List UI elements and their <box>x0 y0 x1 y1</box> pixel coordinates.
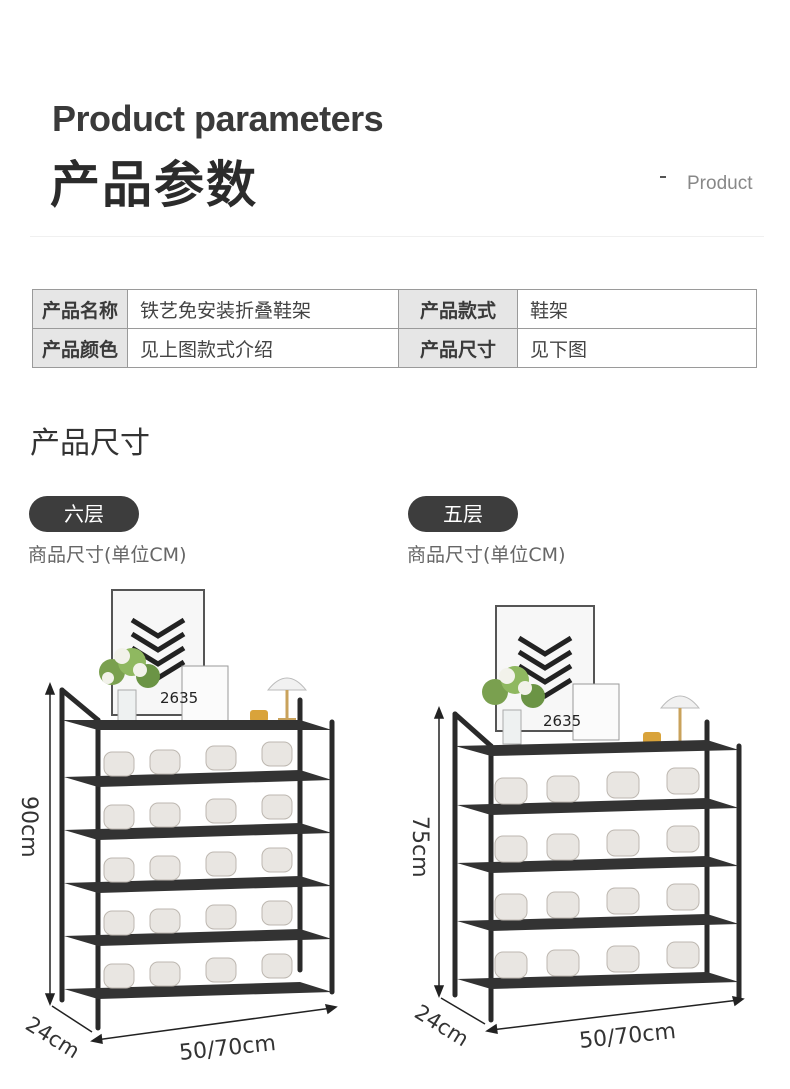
side-label: Product <box>687 173 753 194</box>
table-row: 产品名称 铁艺免安装折叠鞋架 产品款式 鞋架 <box>32 289 757 329</box>
section-title: 产品尺寸 <box>30 426 150 461</box>
rack-shelves <box>62 720 332 999</box>
param-value: 铁艺免安装折叠鞋架 <box>127 289 399 329</box>
shoes <box>494 767 700 979</box>
title-english: Product parameters <box>52 98 384 139</box>
param-key: 产品名称 <box>32 289 128 329</box>
height-label: 75cm <box>407 816 432 878</box>
dimension-lines <box>433 705 745 1034</box>
width-label: 50/70cm <box>178 1031 277 1066</box>
badge-five-tier: 五层 <box>408 496 518 532</box>
title-chinese: 产品参数 <box>50 156 258 214</box>
param-value: 见上图款式介绍 <box>127 328 399 368</box>
parameter-table: 产品名称 铁艺免安装折叠鞋架 产品款式 鞋架 产品颜色 见上图款式介绍 产品尺寸… <box>32 289 757 368</box>
rack-frame <box>59 687 335 1031</box>
depth-label: 24cm <box>21 1012 84 1063</box>
plant-icon <box>482 666 545 745</box>
five-tier-rack-illustration: 2635 <box>407 605 745 1054</box>
candle-icon <box>643 732 661 744</box>
table-row: 产品颜色 见上图款式介绍 产品尺寸 见下图 <box>32 328 757 368</box>
candle-icon <box>250 710 268 722</box>
rack-frame <box>452 711 742 1023</box>
six-tier-rack-illustration: 2635 <box>16 589 338 1066</box>
badge-six-tier: 六层 <box>29 496 139 532</box>
param-key: 产品颜色 <box>32 328 128 368</box>
height-label: 90cm <box>16 796 41 858</box>
plant-icon <box>99 648 160 725</box>
shoes <box>103 741 293 989</box>
right-subtitle: 商品尺寸(单位CM) <box>407 544 566 566</box>
param-key: 产品款式 <box>398 289 518 329</box>
lamp-icon <box>659 695 701 746</box>
small-card <box>572 683 620 741</box>
width-label: 50/70cm <box>578 1019 677 1054</box>
divider <box>30 236 764 237</box>
param-key: 产品尺寸 <box>398 328 518 368</box>
frame-text: 2635 <box>160 689 198 707</box>
side-dash <box>660 176 666 178</box>
frame-text: 2635 <box>543 712 581 730</box>
param-value: 鞋架 <box>517 289 757 329</box>
depth-label: 24cm <box>410 1000 473 1051</box>
param-value: 见下图 <box>517 328 757 368</box>
left-subtitle: 商品尺寸(单位CM) <box>28 544 187 566</box>
dimension-lines <box>44 681 338 1044</box>
rack-shelves <box>455 740 739 989</box>
